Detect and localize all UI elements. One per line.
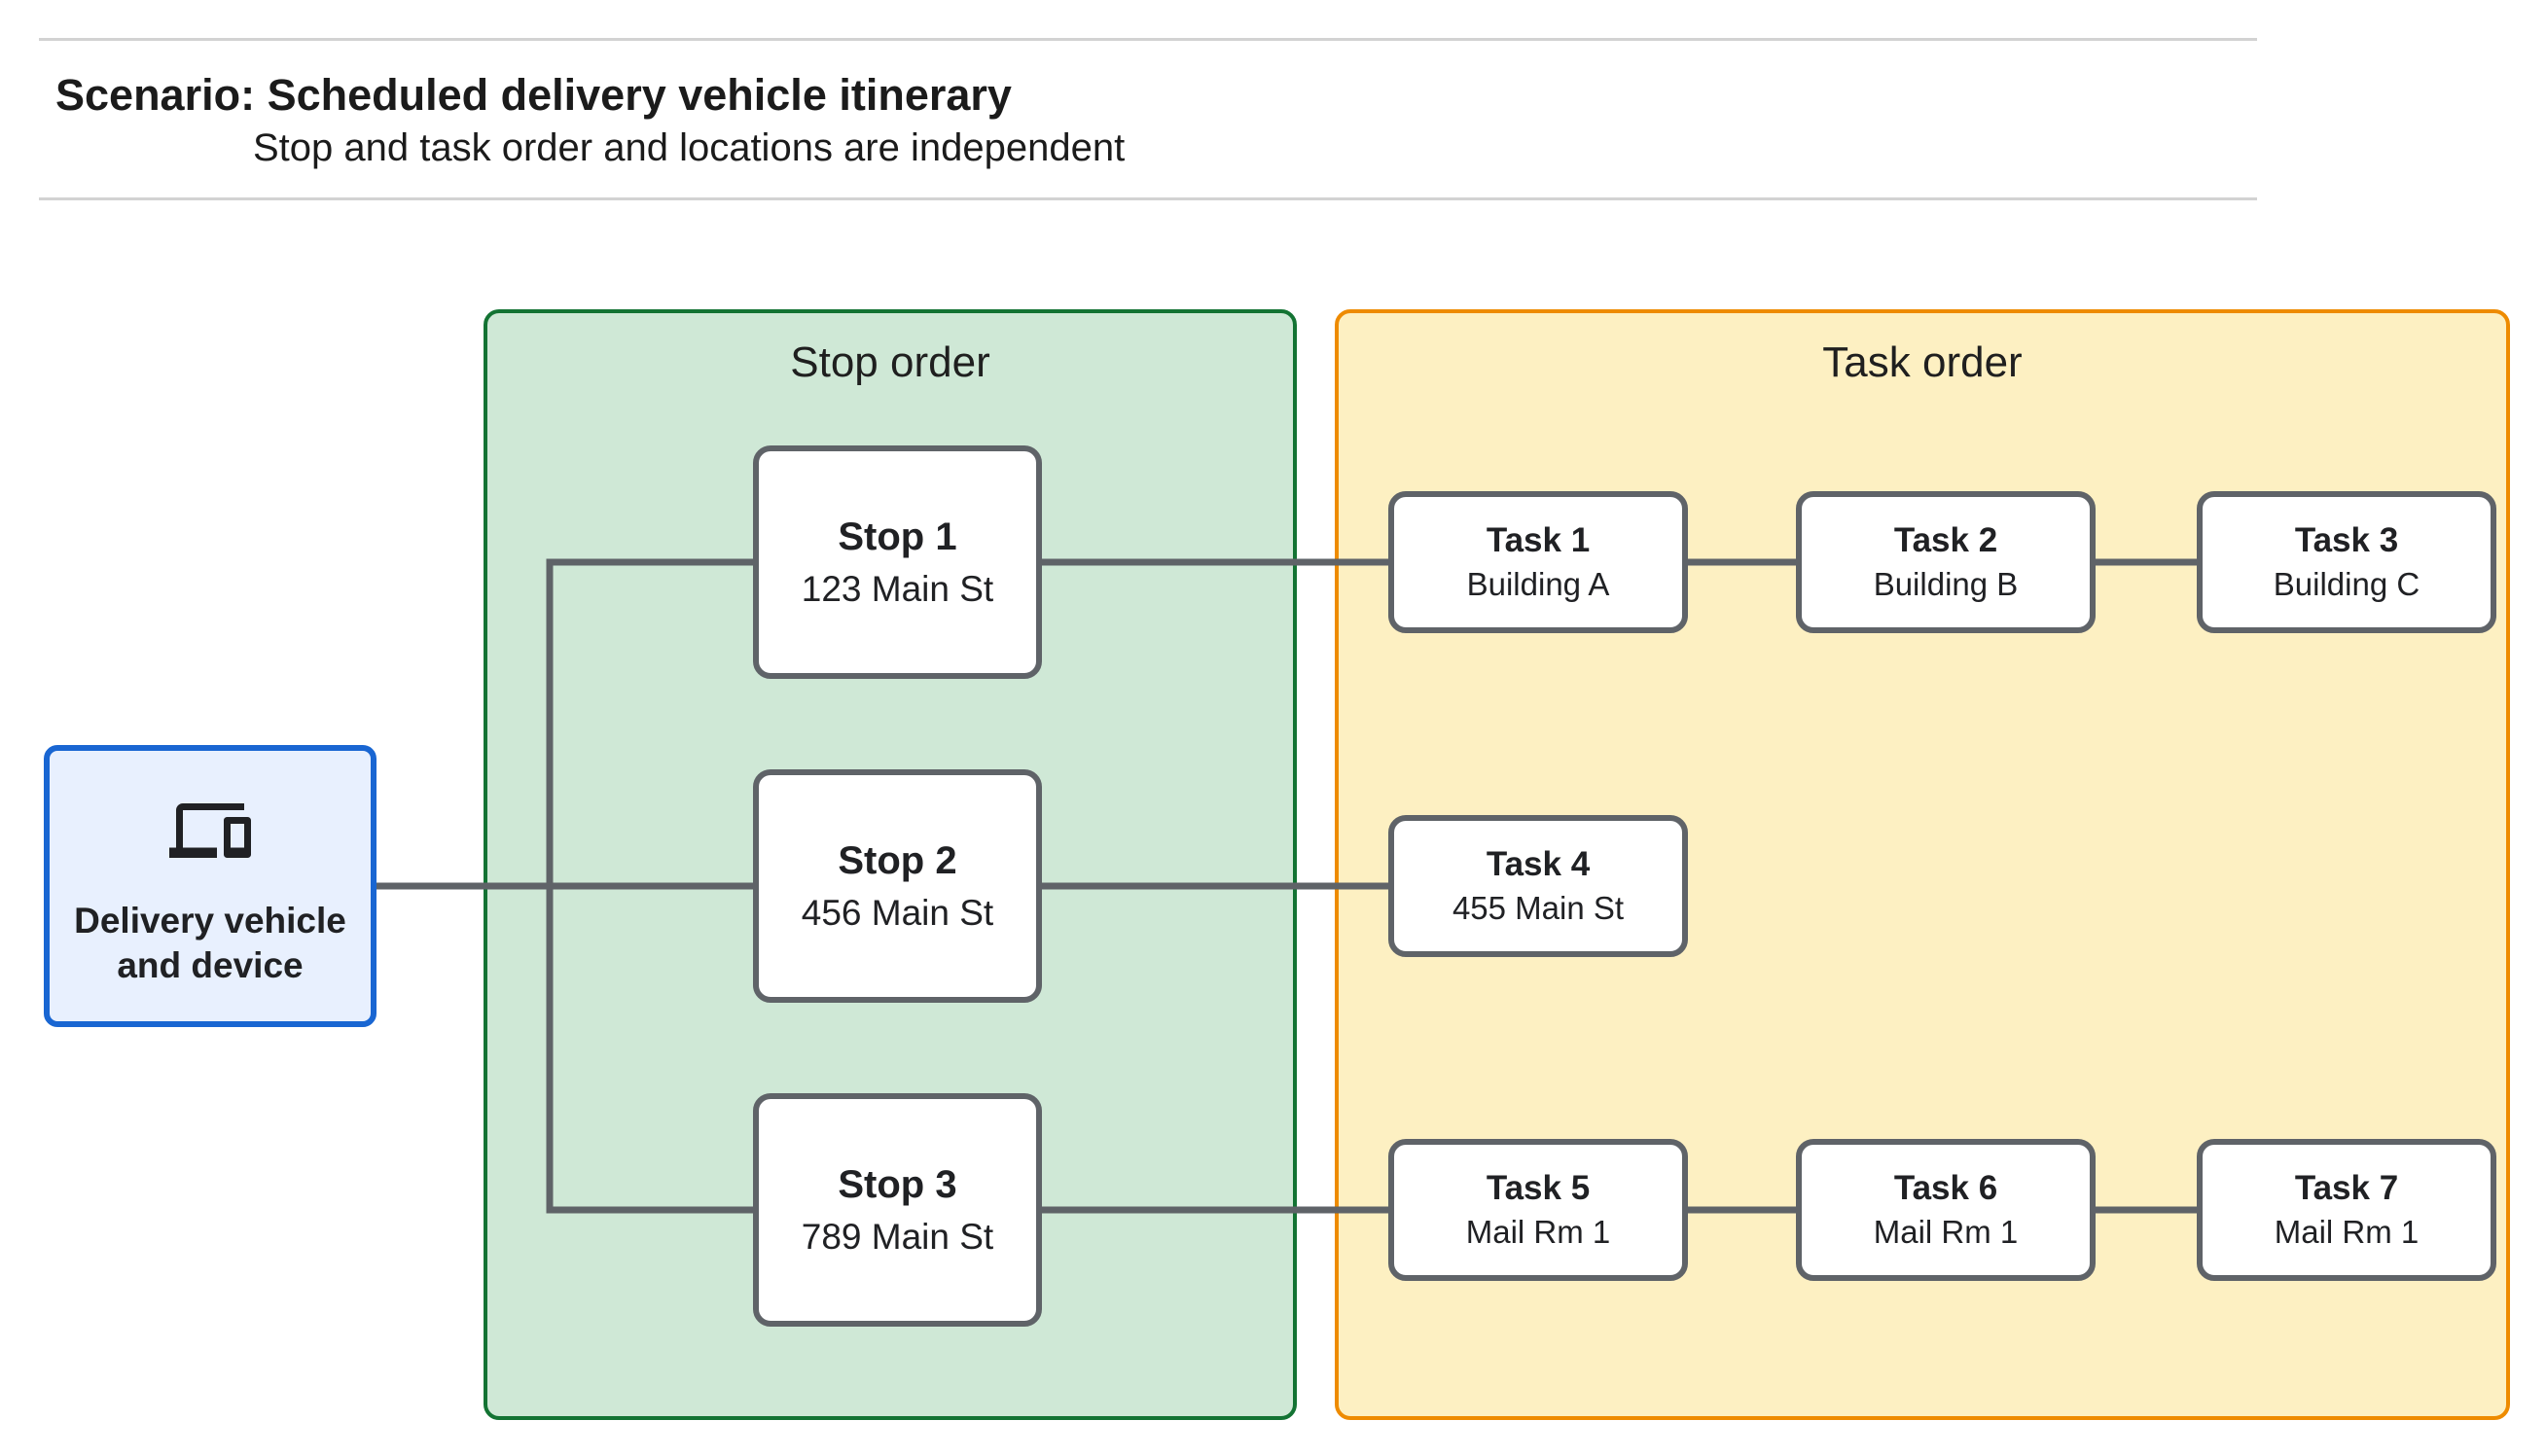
task-6-node: Task 6 Mail Rm 1 <box>1796 1139 2096 1281</box>
task-1-node: Task 1 Building A <box>1388 491 1688 633</box>
task-4-location: 455 Main St <box>1452 890 1625 926</box>
task-2-location: Building B <box>1873 566 2019 602</box>
task-5-location: Mail Rm 1 <box>1465 1214 1611 1250</box>
task-6-location: Mail Rm 1 <box>1873 1214 2019 1250</box>
divider-bottom <box>39 197 2257 200</box>
task-3-node: Task 3 Building C <box>2197 491 2496 633</box>
vehicle-label: Delivery vehicle and device <box>74 899 346 988</box>
task-5-node: Task 5 Mail Rm 1 <box>1388 1139 1688 1281</box>
stop-1-address: 123 Main St <box>801 568 994 609</box>
task-5-title: Task 5 <box>1486 1169 1591 1207</box>
task-7-title: Task 7 <box>2294 1169 2399 1207</box>
task-4-title: Task 4 <box>1486 845 1591 883</box>
task-4-node: Task 4 455 Main St <box>1388 815 1688 957</box>
task-2-node: Task 2 Building B <box>1796 491 2096 633</box>
stop-order-panel-title: Stop order <box>790 338 990 386</box>
vehicle-node: Delivery vehicle and device <box>44 745 377 1027</box>
page-subtitle: Stop and task order and locations are in… <box>253 126 1126 169</box>
stop-2-node: Stop 2 456 Main St <box>753 769 1042 1003</box>
vehicle-label-line1: Delivery vehicle <box>74 901 346 941</box>
task-3-title: Task 3 <box>2294 521 2399 559</box>
task-3-location: Building C <box>2273 566 2420 602</box>
stop-1-node: Stop 1 123 Main St <box>753 445 1042 679</box>
task-7-node: Task 7 Mail Rm 1 <box>2197 1139 2496 1281</box>
stop-3-address: 789 Main St <box>801 1216 994 1257</box>
task-7-location: Mail Rm 1 <box>2274 1214 2420 1250</box>
task-2-title: Task 2 <box>1893 521 1998 559</box>
task-1-location: Building A <box>1466 566 1610 602</box>
devices-icon <box>169 803 251 858</box>
stop-3-node: Stop 3 789 Main St <box>753 1093 1042 1327</box>
stop-3-title: Stop 3 <box>838 1162 957 1206</box>
stop-1-title: Stop 1 <box>838 515 957 558</box>
stop-2-title: Stop 2 <box>838 838 957 882</box>
page-title: Scenario: Scheduled delivery vehicle iti… <box>55 70 1012 120</box>
task-6-title: Task 6 <box>1893 1169 1998 1207</box>
task-1-title: Task 1 <box>1486 521 1591 559</box>
task-order-panel-title: Task order <box>1822 338 2023 386</box>
stop-2-address: 456 Main St <box>801 892 994 933</box>
vehicle-label-line2: and device <box>117 945 304 985</box>
divider-top <box>39 38 2257 41</box>
